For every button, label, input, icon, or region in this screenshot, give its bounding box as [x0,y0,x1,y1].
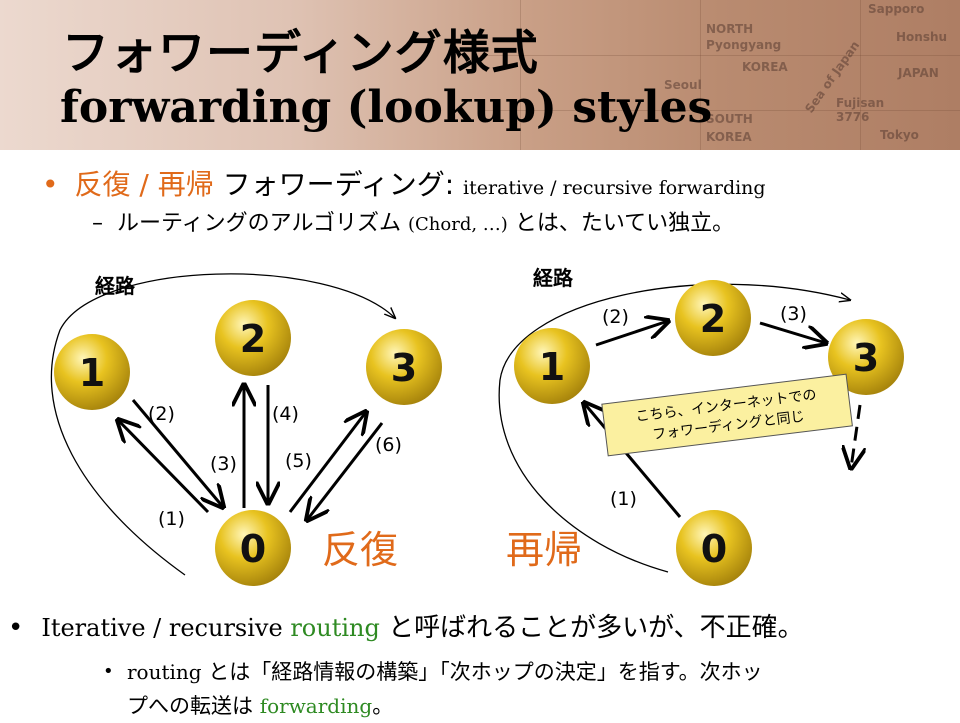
title-japanese: フォワーディング様式 [62,26,539,81]
iterative-node-2: 2 [215,300,291,376]
map-label: KOREA [742,60,788,74]
sub-bullet2-period: 。 [372,694,394,718]
map-label: KOREA [706,130,752,144]
iterative-node-3: 3 [366,329,442,405]
iterative-edge-label-4: (4) [272,403,299,425]
iterative-edge-label-1: (1) [158,508,185,530]
sub-bullet1-text-end: とは、たいてい独立。 [507,211,735,236]
sub-bullet2-routing: routing [127,660,202,684]
map-label: JAPAN [898,66,939,80]
sub-bullet2-text-line2: プへの転送は [127,694,260,718]
recursive-node-3: 3 [828,319,904,395]
map-label: SOUTH [706,112,753,126]
map-gridline [480,55,960,56]
header-banner: NORTH Pyongyang KOREA Seoul SOUTH KOREA … [0,0,960,150]
map-label: Sapporo [868,2,925,16]
map-label: Honshu [896,30,948,44]
recursive-label: 再帰 [506,528,582,572]
sub-bullet-independence: –ルーティングのアルゴリズム (Chord, …) とは、たいてい独立。 [92,205,734,237]
recursive-arrow-2 [595,321,668,347]
node-label: 0 [701,527,727,571]
iterative-edge-label-5: (5) [285,450,312,472]
bullet-routing-misnomer: • Iterative / recursive routing と呼ばれることが多… [8,607,804,644]
iterative-label: 反復 [322,528,398,572]
bullet1-english: iterative / recursive forwarding [463,177,766,199]
bullet-marker: • [103,661,114,682]
recursive-edge-label-1: (1) [610,488,637,510]
map-gridline [700,0,701,150]
sub-bullet1-text: ルーティングのアルゴリズム [117,211,409,236]
iterative-edge-label-6: (6) [375,434,402,456]
map-label: Fujisan [836,96,885,110]
recursive-node-2: 2 [675,280,751,356]
node-label: 0 [240,527,266,571]
map-label: NORTH [706,22,754,36]
iterative-route-curve [50,273,395,576]
map-gridline [480,110,960,111]
bullet2-text: と呼ばれることが多いが、不正確。 [379,613,804,643]
map-gridline [520,0,521,150]
recursive-route-label: 経路 [533,266,574,290]
recursive-arrow-1 [584,403,682,518]
map-gridline [860,0,861,150]
sub-bullet1-example: (Chord, …) [408,214,508,235]
bullet-marker: • [42,168,59,201]
bullet2-routing-highlight: routing [290,614,380,642]
node-label: 2 [240,317,266,361]
map-label: Pyongyang [706,38,782,52]
dash-marker: – [92,211,103,236]
iterative-route-label: 経路 [95,274,136,298]
bullet-forwarding-styles: • 反復 / 再帰 フォワーディング: iterative / recursive… [42,163,766,203]
map-label: Tokyo [880,128,919,142]
map-label: 3776 [836,110,870,124]
sub-bullet2-text: とは「経路情報の構築」「次ホップの決定」を指す。次ホッ [201,660,763,684]
iterative-arrow-2 [131,399,223,507]
recursive-edge-label-3: (3) [780,303,807,325]
recursive-node-1: 1 [514,328,590,404]
recursive-arrow-next-hop [851,404,860,468]
iterative-node-1: 1 [54,334,130,410]
internet-note-box: こちら、インターネットでの フォワーディングと同じ [601,373,853,457]
map-label: Seoul [664,78,702,92]
iterative-arrow-6 [307,422,384,520]
node-label: 3 [391,346,417,390]
recursive-edge-label-2: (2) [602,306,629,328]
node-label: 3 [853,336,879,380]
sub-bullet-routing-definition: • routing とは「経路情報の構築」「次ホップの決定」を指す。次ホッ プへ… [103,655,763,723]
node-label: 2 [700,297,726,341]
recursive-arrow-3 [759,321,826,343]
iterative-edge-label-2: (2) [148,403,175,425]
bullet-marker: • [8,613,24,643]
bullet1-highlight: 反復 / 再帰 [74,168,214,201]
bullet2-english: Iterative / recursive [41,614,291,642]
node-label: 1 [79,351,105,395]
title-english: forwarding (lookup) styles [60,82,713,133]
node-label: 1 [539,345,565,389]
recursive-node-0: 0 [676,510,752,586]
iterative-edge-label-3: (3) [210,453,237,475]
sub-bullet2-forwarding: forwarding [259,694,373,718]
iterative-node-0: 0 [215,510,291,586]
bullet1-text: フォワーディング: [213,168,464,201]
iterative-arrow-5 [288,412,366,513]
iterative-arrow-1 [118,420,210,514]
